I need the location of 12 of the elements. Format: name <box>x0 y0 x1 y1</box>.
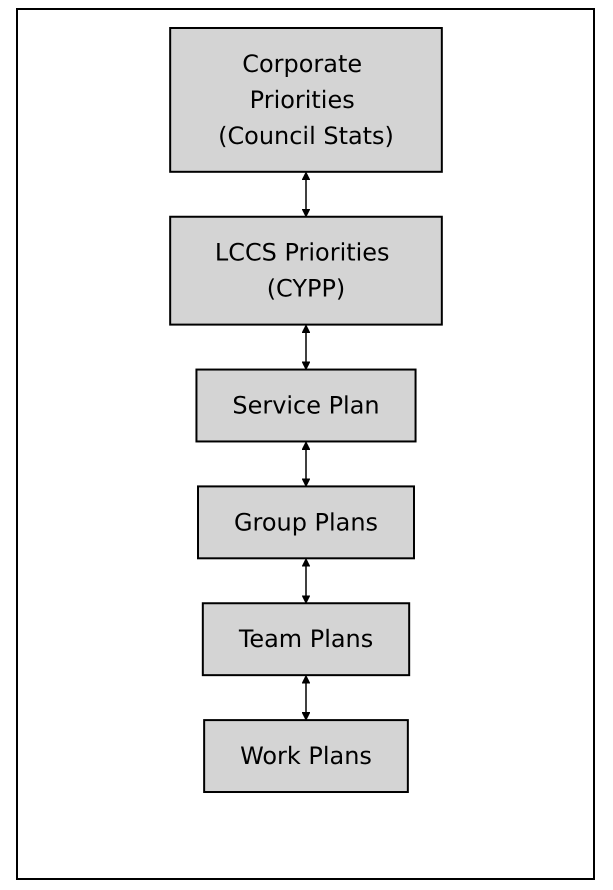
node-box <box>194 368 416 442</box>
page-frame: Corporate Priorities (Council Stats) LCCS Priorities (CYPP) Service Plan Group Plans Team Plans Work Plans <box>16 8 595 880</box>
arrow <box>301 675 310 720</box>
arrow <box>301 558 310 604</box>
node-box <box>196 485 414 560</box>
node-box <box>202 719 408 793</box>
node-box <box>201 602 410 676</box>
node-box <box>168 27 442 173</box>
arrow <box>301 324 310 370</box>
arrow <box>301 441 310 487</box>
node-box <box>168 216 442 326</box>
arrow <box>301 172 310 218</box>
